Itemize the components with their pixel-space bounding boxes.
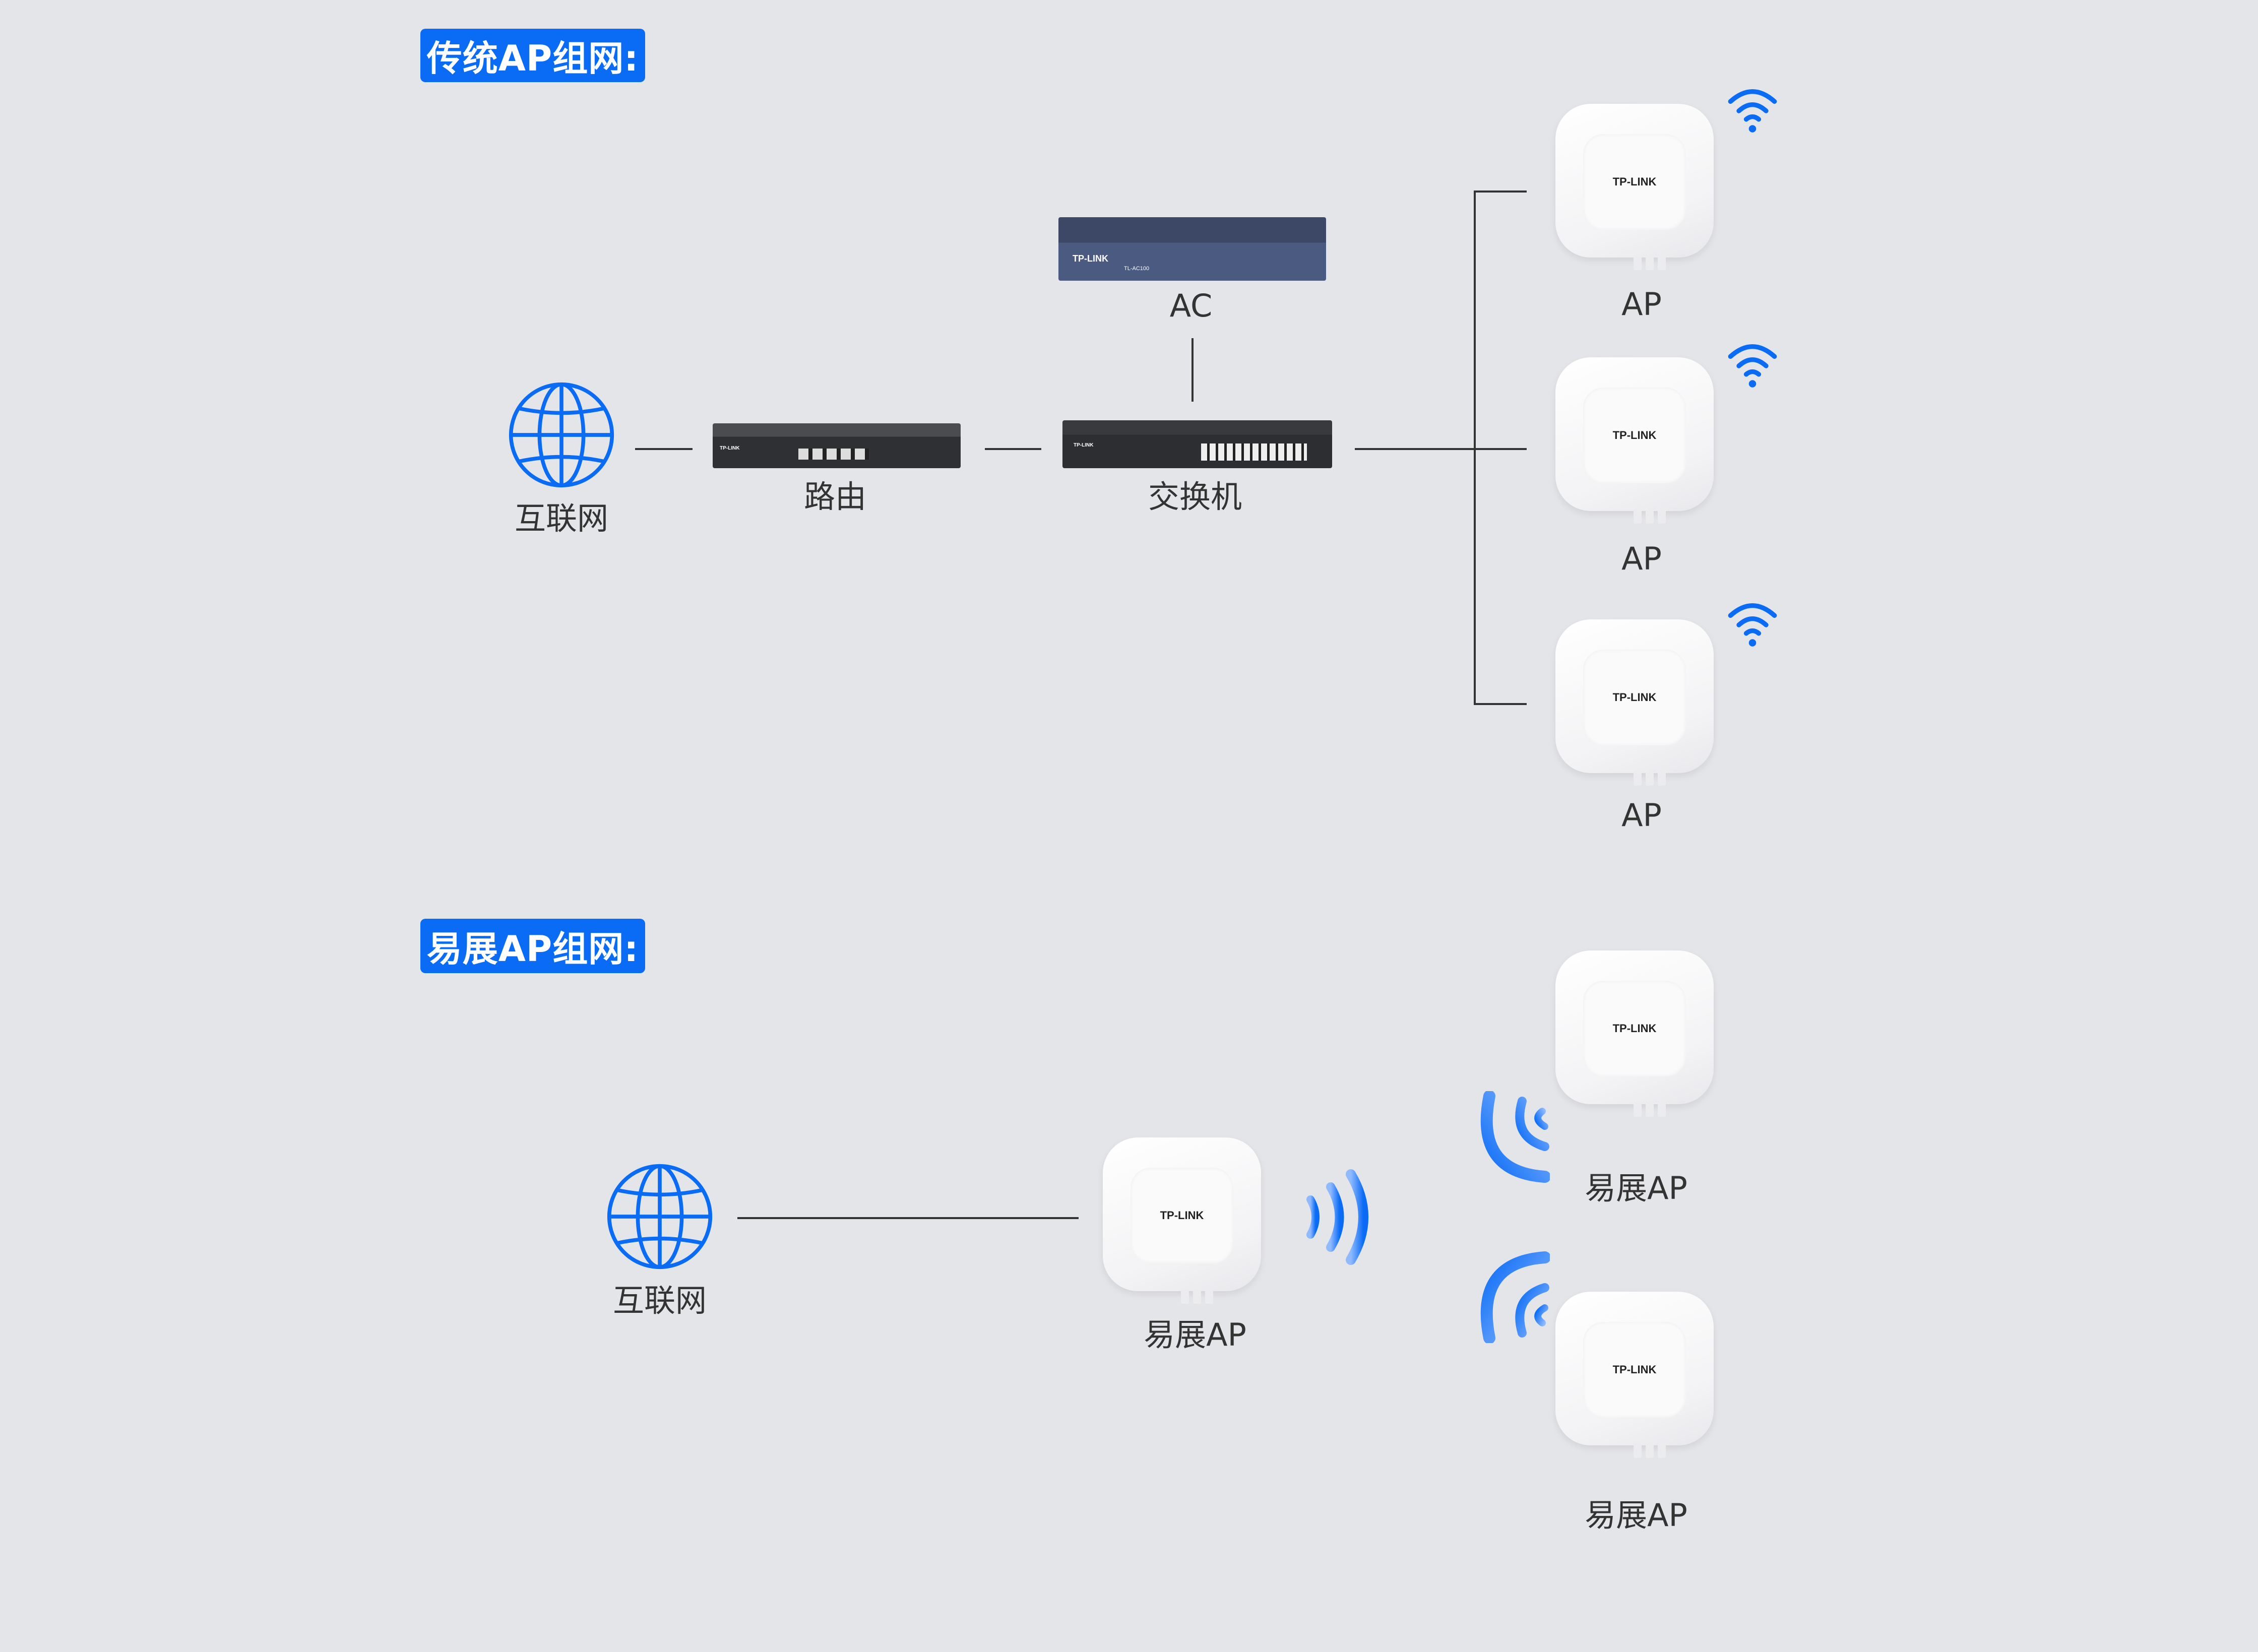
- section-title-traditional: 传统AP组网:: [420, 29, 645, 82]
- ap-label: AP: [1621, 286, 1662, 323]
- connection-line: [1355, 448, 1527, 450]
- globe-icon: [509, 382, 614, 488]
- wireless-signal-icon: [1480, 1251, 1550, 1343]
- connection-line: [1475, 703, 1527, 705]
- ap-label: AP: [1621, 797, 1662, 834]
- easymesh-ap-label: 易展AP: [1585, 1170, 1687, 1206]
- easymesh-ap-device: TP-LINK: [1555, 1292, 1714, 1463]
- connection-line: [737, 1217, 1079, 1219]
- ac-label: AC: [1169, 287, 1213, 324]
- ap-label: AP: [1621, 540, 1662, 577]
- internet-label: 互联网: [514, 500, 609, 537]
- ac-controller-device: TP-LINK TL-AC100: [1058, 217, 1326, 281]
- easymesh-ap-label: 易展AP: [1585, 1497, 1687, 1534]
- main-ap-label: 易展AP: [1144, 1316, 1246, 1353]
- internet-label: 互联网: [612, 1282, 707, 1319]
- wifi-icon: [1728, 89, 1777, 133]
- main-easymesh-ap-device: TP-LINK: [1103, 1137, 1261, 1309]
- connection-line: [1475, 190, 1527, 193]
- wireless-signal-icon: [1306, 1169, 1368, 1265]
- easymesh-ap-device: TP-LINK: [1555, 950, 1714, 1122]
- bracket-line: [1474, 190, 1476, 705]
- router-label: 路由: [803, 478, 867, 515]
- router-device: TP-LINK: [713, 423, 961, 468]
- section-title-easymesh: 易展AP组网:: [420, 919, 645, 973]
- connection-line: [1191, 338, 1194, 402]
- connection-line: [985, 448, 1041, 450]
- ap-device: TP-LINK: [1555, 104, 1714, 275]
- globe-icon: [607, 1164, 713, 1269]
- ap-device: TP-LINK: [1555, 619, 1714, 791]
- wifi-icon: [1728, 603, 1777, 647]
- switch-label: 交换机: [1148, 478, 1242, 515]
- wifi-icon: [1728, 344, 1777, 388]
- connection-line: [635, 448, 693, 450]
- ap-device: TP-LINK: [1555, 357, 1714, 529]
- wireless-signal-icon: [1480, 1091, 1550, 1183]
- switch-device: TP-LINK: [1062, 420, 1332, 468]
